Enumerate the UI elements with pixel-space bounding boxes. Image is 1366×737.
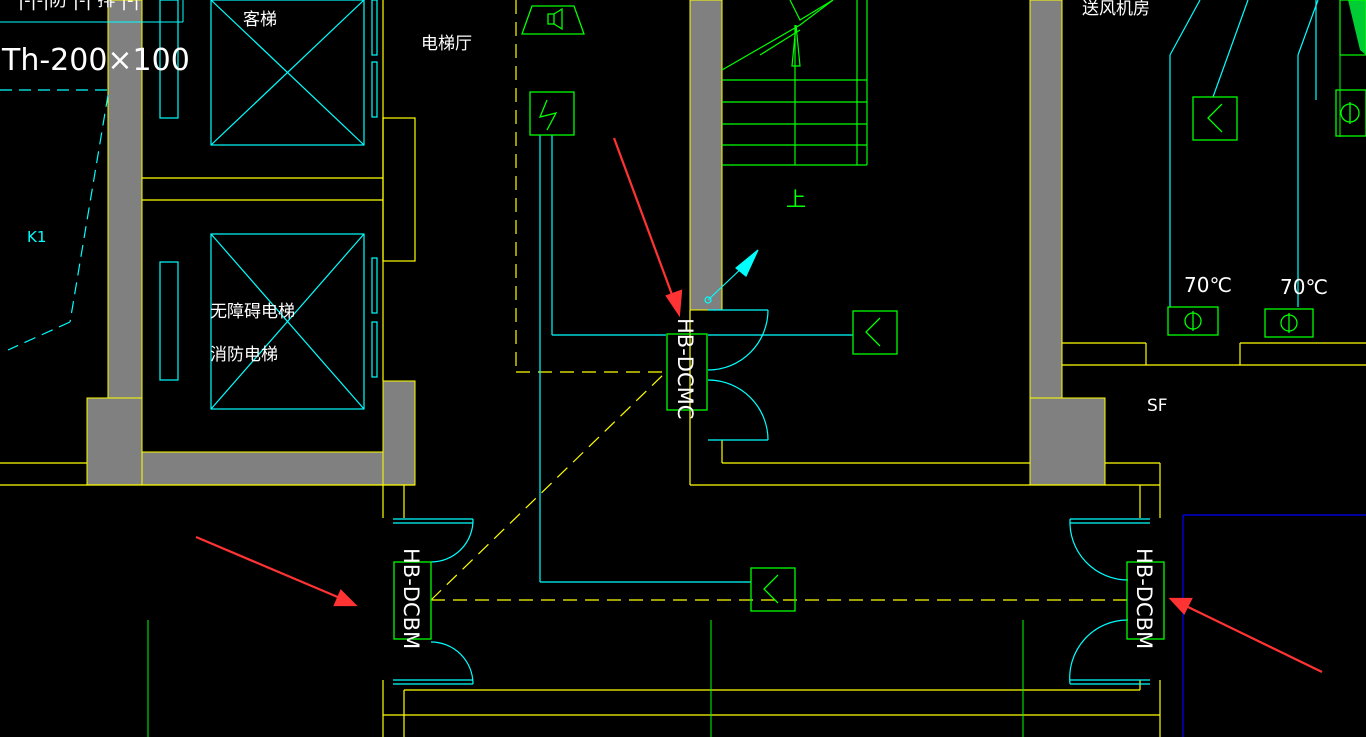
door-tag-right-box — [1126, 561, 1165, 640]
wall-right-pier — [1029, 397, 1106, 486]
fire-elevator-label: 消防电梯 — [210, 345, 278, 365]
passenger-elevator-car — [210, 0, 365, 146]
yellow-dashed-lines — [430, 0, 1130, 601]
wall-elevator-bottom — [141, 451, 415, 486]
damper-icon[interactable] — [750, 567, 796, 612]
k1-label: K1 — [27, 228, 46, 246]
fan-icon — [1339, 0, 1366, 56]
doors — [393, 309, 1150, 685]
loudspeaker-icon[interactable] — [521, 5, 585, 35]
top-left-cut-label: 一|-|-|防 |-| 排 |-| — [0, 0, 140, 11]
fire-damper-icon[interactable] — [1264, 308, 1314, 338]
smoke-detector-icon[interactable] — [704, 249, 759, 304]
damper-icon[interactable] — [852, 310, 898, 355]
door-tag-left[interactable]: HB-DCBM — [399, 548, 423, 649]
accessible-elevator-label: 无障碍电梯 — [210, 302, 295, 322]
red-arrow-icon — [612, 137, 683, 318]
temperature-label-left: 70℃ — [1184, 273, 1232, 297]
accessible-elevator-car — [210, 233, 365, 410]
damper-icon[interactable] — [529, 91, 575, 136]
sf-label: SF — [1147, 396, 1168, 416]
walls — [86, 0, 1106, 486]
passenger-elevator-label: 客梯 — [243, 10, 277, 30]
wall-stair-left — [689, 0, 723, 311]
wall-elevator-right-pier — [382, 380, 416, 486]
fire-damper-icon[interactable] — [1335, 89, 1366, 137]
door-tag-left-box — [393, 561, 432, 640]
air-supply-room-label: 送风机房 — [1082, 0, 1150, 19]
red-arrow-icon — [195, 535, 358, 607]
stair-up-label: 上 — [786, 187, 806, 211]
wall-left-pier — [86, 397, 143, 486]
temperature-label-right: 70℃ — [1280, 275, 1328, 299]
elevator-hall-label: 电梯厅 — [421, 34, 472, 54]
ducts — [539, 0, 1366, 737]
damper-icon[interactable] — [1192, 96, 1238, 141]
elevator-shafts — [159, 0, 378, 410]
door-tag-center-box — [666, 333, 708, 411]
duct-size-label: Th-200×100 — [1, 43, 190, 78]
k1-duct-lines — [0, 89, 109, 351]
red-arrow-icon — [1168, 597, 1323, 673]
door-tag-center[interactable]: HB-DCMC — [673, 318, 697, 419]
stair — [721, 0, 868, 166]
door-tag-right[interactable]: HB-DCBM — [1132, 548, 1156, 649]
fire-damper-icon[interactable] — [1167, 306, 1219, 336]
